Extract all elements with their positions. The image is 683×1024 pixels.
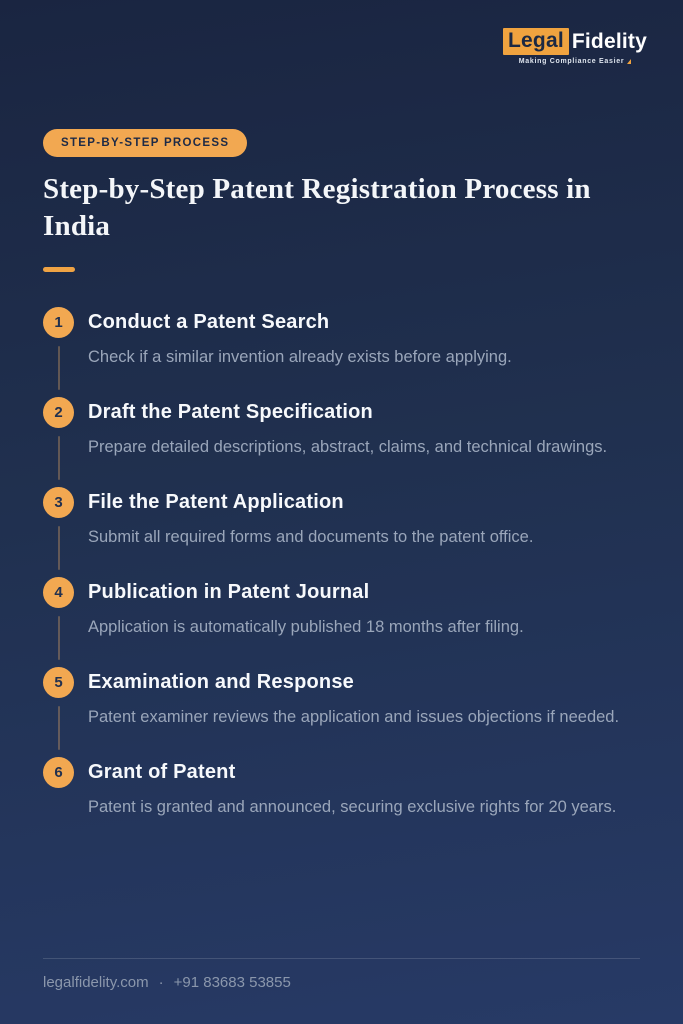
logo-accent-icon (627, 59, 632, 64)
step-content: Publication in Patent Journal Applicatio… (88, 577, 640, 667)
step-item: 2 Draft the Patent Specification Prepare… (43, 397, 640, 487)
step-marker-column: 5 (43, 667, 74, 757)
step-content: File the Patent Application Submit all r… (88, 487, 640, 577)
footer: legalfidelity.com · +91 83683 53855 (43, 958, 640, 1024)
step-number-badge: 1 (43, 307, 74, 338)
step-connector-line (57, 436, 60, 480)
logo-tagline-row: Making Compliance Easier (519, 58, 632, 65)
step-connector-line (57, 706, 60, 750)
step-content: Grant of Patent Patent is granted and an… (88, 757, 640, 823)
step-content: Draft the Patent Specification Prepare d… (88, 397, 640, 487)
steps-list: 1 Conduct a Patent Search Check if a sim… (43, 307, 640, 823)
brand-logo: Legal Fidelity Making Compliance Easier (503, 28, 647, 65)
step-description: Prepare detailed descriptions, abstract,… (88, 438, 608, 456)
step-description: Submit all required forms and documents … (88, 528, 534, 546)
logo-tagline: Making Compliance Easier (518, 58, 625, 65)
step-description: Check if a similar invention already exi… (88, 348, 512, 366)
step-title: Conduct a Patent Search (88, 311, 330, 333)
logo-fidelity-text: Fidelity (571, 29, 647, 53)
step-content: Conduct a Patent Search Check if a simil… (88, 307, 640, 397)
step-marker-column: 3 (43, 487, 74, 577)
step-title: File the Patent Application (88, 491, 344, 513)
step-content: Examination and Response Patent examiner… (88, 667, 640, 757)
logo-legal-text: Legal (503, 28, 569, 55)
step-connector-line (57, 616, 60, 660)
step-connector-line (57, 346, 60, 390)
step-item: 6 Grant of Patent Patent is granted and … (43, 757, 640, 823)
logo-wordmark: Legal Fidelity (503, 28, 647, 55)
page-title: Step-by-Step Patent Registration Process… (43, 173, 591, 242)
step-marker-column: 6 (43, 757, 74, 823)
step-description: Patent examiner reviews the application … (88, 708, 620, 726)
step-number-badge: 5 (43, 667, 74, 698)
step-item: 1 Conduct a Patent Search Check if a sim… (43, 307, 640, 397)
step-number-badge: 2 (43, 397, 74, 428)
process-badge: STEP-BY-STEP PROCESS (43, 129, 248, 157)
step-number-badge: 6 (43, 757, 74, 788)
step-description: Application is automatically published 1… (88, 618, 524, 636)
step-connector-line (57, 526, 60, 570)
step-marker-column: 2 (43, 397, 74, 487)
title-divider (43, 267, 75, 272)
step-number-badge: 3 (43, 487, 74, 518)
step-marker-column: 4 (43, 577, 74, 667)
step-item: 3 File the Patent Application Submit all… (43, 487, 640, 577)
step-title: Grant of Patent (88, 761, 236, 783)
step-number-badge: 4 (43, 577, 74, 608)
footer-phone: +91 83683 53855 (173, 974, 291, 991)
step-title: Examination and Response (88, 671, 354, 693)
step-title: Draft the Patent Specification (88, 401, 373, 423)
step-item: 5 Examination and Response Patent examin… (43, 667, 640, 757)
step-description: Patent is granted and announced, securin… (88, 798, 617, 816)
footer-separator: · (158, 974, 164, 991)
step-title: Publication in Patent Journal (88, 581, 370, 603)
step-marker-column: 1 (43, 307, 74, 397)
footer-website: legalfidelity.com (43, 974, 149, 991)
step-item: 4 Publication in Patent Journal Applicat… (43, 577, 640, 667)
